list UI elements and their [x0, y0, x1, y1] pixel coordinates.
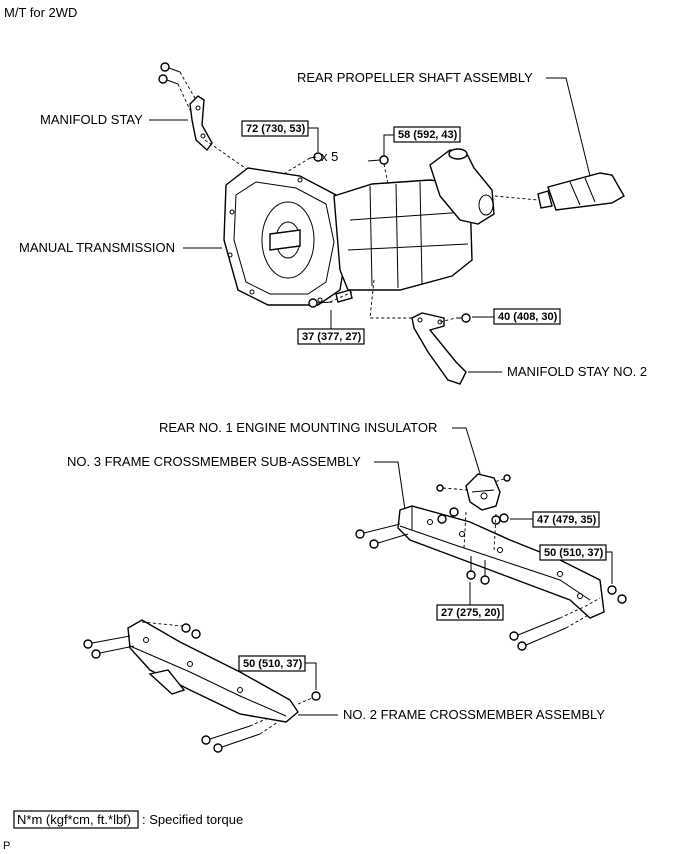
manifold-stay-no2-label: MANIFOLD STAY NO. 2: [507, 364, 647, 379]
no2-crossmember-label: NO. 2 FRAME CROSSMEMBER ASSEMBLY: [343, 707, 605, 722]
torque-value-50-lower: 50 (510, 37): [243, 658, 303, 670]
rear-mount-insulator-leader: [452, 427, 483, 481]
manifold-stay-no2-drawing: [369, 279, 471, 385]
rear-mount-insulator-label: REAR NO. 1 ENGINE MOUNTING INSULATOR: [159, 420, 437, 435]
bolt-72-drawing: [281, 152, 323, 176]
torque-58-leader: [383, 134, 394, 156]
torque-value-27: 27 (275, 20): [441, 607, 501, 619]
torque-value-72: 72 (730, 53): [246, 123, 306, 135]
torque-50-lower-leader: [305, 662, 317, 690]
manifold-stay-label: MANIFOLD STAY: [40, 112, 143, 127]
manual-transmission-drawing: [223, 148, 495, 306]
torque-72-quantity: x 5: [321, 149, 338, 164]
torque-value-58: 58 (592, 43): [398, 129, 458, 141]
rear-propeller-shaft-drawing: [494, 172, 625, 211]
torque-value-37: 37 (377, 27): [302, 331, 362, 343]
manual-transmission-label: MANUAL TRANSMISSION: [19, 240, 175, 255]
legend-description: : Specified torque: [142, 812, 243, 827]
manifold-stay-bolt: [158, 62, 249, 171]
no3-crossmember-leader: [374, 461, 406, 511]
torque-50-upper-leader: [606, 551, 613, 584]
footer-code: P: [3, 840, 10, 852]
manifold-stay-drawing: [189, 95, 213, 152]
no3-crossmember-drawing: [355, 505, 627, 651]
torque-value-47: 47 (479, 35): [537, 514, 597, 526]
no2-crossmember-drawing: [83, 619, 321, 753]
torque-value-40: 40 (408, 30): [498, 311, 558, 323]
variant-title: M/T for 2WD: [4, 5, 77, 20]
rear-propeller-shaft-label: REAR PROPELLER SHAFT ASSEMBLY: [297, 70, 533, 85]
torque-72-leader: [308, 127, 319, 152]
no3-crossmember-label: NO. 3 FRAME CROSSMEMBER SUB-ASSEMBLY: [67, 454, 361, 469]
bolt-37-drawing: [308, 289, 353, 308]
bolt-58-drawing: [367, 155, 389, 185]
legend-unit-text: N*m (kgf*cm, ft.*lbf): [17, 812, 131, 827]
torque-value-50-upper: 50 (510, 37): [544, 547, 604, 559]
legend-unit-box: [13, 810, 139, 829]
rear-propeller-shaft-leader: [546, 77, 591, 177]
